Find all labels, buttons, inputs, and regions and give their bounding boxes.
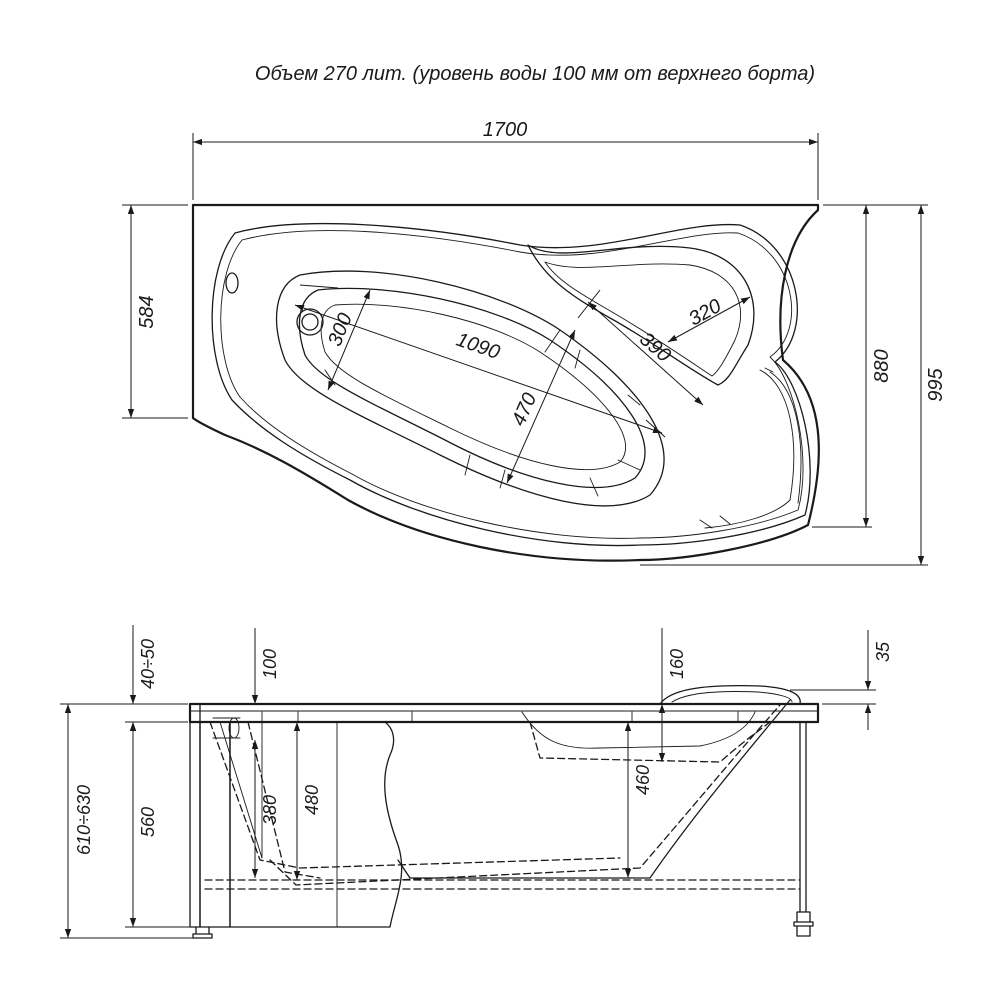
drain-inner [301, 313, 319, 331]
dim-rim-height-range: 40÷50 [138, 639, 158, 689]
seat-recess-hidden [529, 721, 771, 763]
dim-total-height-range: 610÷630 [74, 785, 94, 855]
dim-inner-depth: 480 [302, 785, 322, 815]
dim-300-ext [299, 284, 339, 289]
headrest [659, 685, 801, 705]
seat-recess-solid [521, 711, 756, 749]
overflow-hole [225, 272, 239, 294]
side-rim [188, 702, 820, 724]
tub-ledge-line [220, 230, 804, 539]
tub-hidden-wall [247, 721, 321, 879]
dim-drain-zone: 300 [324, 310, 357, 349]
overflow-pipe-end [228, 717, 240, 739]
leg-left [192, 926, 213, 939]
dim-470-line [506, 329, 576, 484]
dim-overflow-height: 380 [260, 795, 280, 825]
tub-profile [397, 699, 791, 879]
dim-body-height: 560 [138, 807, 158, 837]
dim-water-level-offset: 100 [260, 649, 280, 679]
dim-depth-left: 584 [136, 295, 158, 328]
foot-right [793, 911, 814, 937]
top-view-dimensions: 1700 584 880 995 1090 470 300 390 3 [122, 119, 947, 566]
dim-basin-width: 470 [508, 390, 542, 429]
side-rib [704, 369, 802, 529]
tub-floor-hidden [269, 704, 781, 886]
dim-basin-length: 1090 [453, 329, 502, 364]
volume-title: Объем 270 лит. (уровень воды 100 мм от в… [255, 63, 815, 85]
front-panel-left [189, 703, 201, 928]
dim-headrest-height: 35 [873, 641, 893, 662]
dim-depth-middle: 880 [871, 349, 893, 382]
side-view [188, 685, 820, 939]
dim-320-line [667, 296, 751, 343]
dim-390-ext [577, 289, 601, 319]
front-panel-face [199, 721, 231, 928]
tub-floor-hidden-2 [209, 721, 621, 869]
top-view [191, 203, 820, 562]
dim-depth-total: 995 [925, 367, 947, 401]
dim-390-line [587, 301, 704, 406]
dim-overall-length: 1700 [483, 119, 528, 141]
dim-1090-ext-right [645, 419, 666, 438]
dim-300-line [327, 289, 371, 391]
panel-break [229, 721, 403, 928]
dim-seat-depth: 160 [667, 649, 687, 679]
side-view-dimensions: 40÷50 610÷630 560 100 380 480 160 460 [60, 625, 893, 939]
dim-seat-width: 320 [685, 295, 725, 330]
basin-floor [320, 303, 626, 471]
tub-inner-rim [211, 222, 811, 547]
frame-bottom-rail [204, 879, 801, 890]
frame-right-leg [799, 721, 807, 913]
basin-outer [275, 270, 665, 507]
tub-outer-rim [191, 203, 820, 562]
side-rib-ticks [699, 367, 774, 529]
headrest-inner [671, 691, 793, 703]
frame-diag [219, 721, 263, 859]
dim-seat-level-height: 460 [633, 765, 653, 795]
dim-seat-length: 390 [635, 328, 675, 366]
